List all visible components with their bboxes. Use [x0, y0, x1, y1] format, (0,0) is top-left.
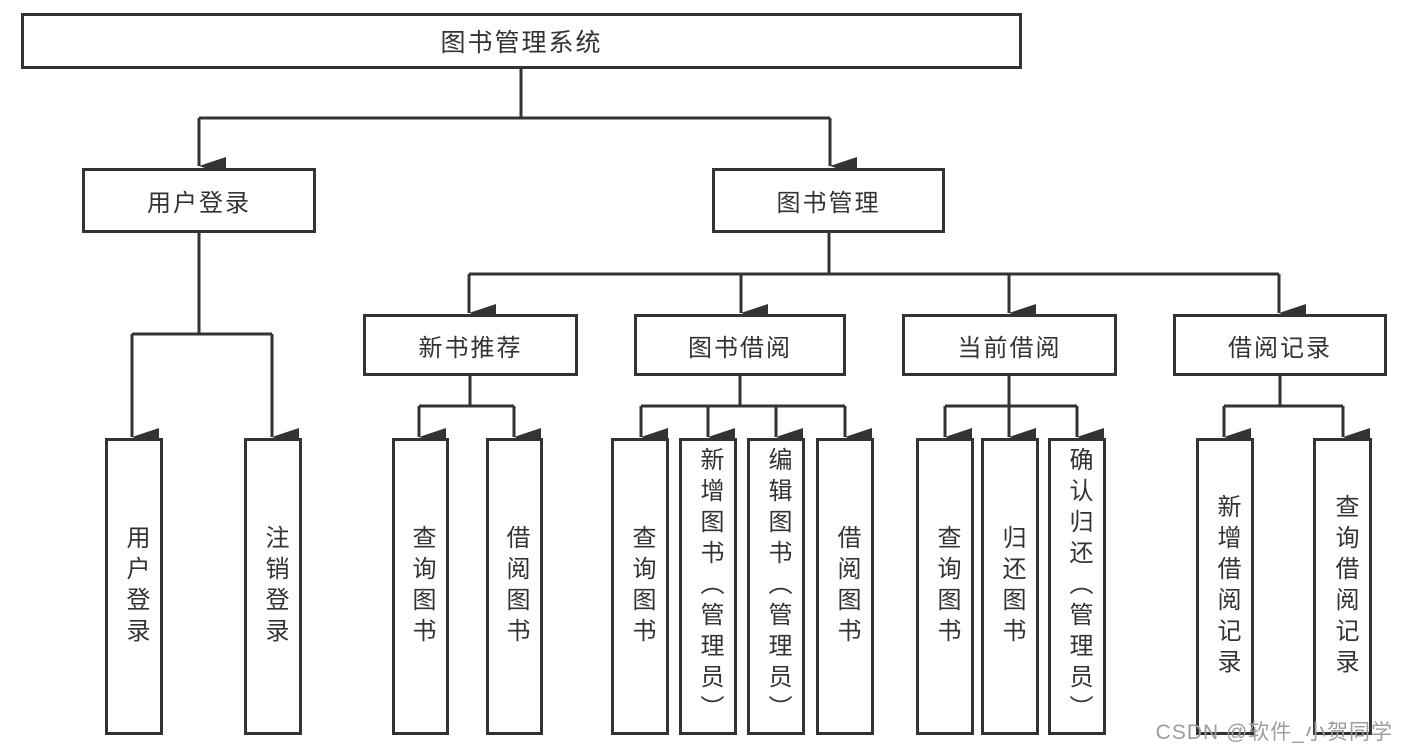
leaf-logout: 注销登录 [244, 438, 302, 735]
leaf-records-query-record: 查询借阅记录 [1313, 438, 1372, 735]
leaf-borrowing-edit-books-admin: 编辑图书（管理员） [747, 438, 805, 735]
leaf-borrowing-query-books: 查询图书 [611, 438, 669, 735]
node-book-borrowing: 图书借阅 [634, 314, 846, 376]
leaf-current-return-books: 归还图书 [981, 438, 1039, 735]
node-user-login: 用户登录 [82, 168, 316, 233]
node-new-book-recommend: 新书推荐 [363, 314, 578, 376]
leaf-recommend-borrow-books: 借阅图书 [486, 438, 543, 735]
node-book-management: 图书管理 [712, 168, 945, 233]
leaf-current-query-books: 查询图书 [916, 438, 974, 735]
leaf-recommend-query-books: 查询图书 [392, 438, 449, 735]
node-current-borrowing: 当前借阅 [902, 314, 1117, 376]
leaf-records-add-record: 新增借阅记录 [1196, 438, 1254, 735]
node-borrow-records: 借阅记录 [1173, 314, 1387, 376]
leaf-current-confirm-return-admin: 确认归还（管理员） [1048, 438, 1106, 735]
csdn-watermark: CSDN @软件_小贺同学 [1155, 721, 1393, 744]
leaf-user-login: 用户登录 [105, 438, 163, 735]
leaf-borrowing-borrow-books: 借阅图书 [816, 438, 874, 735]
node-library-system: 图书管理系统 [21, 13, 1022, 69]
leaf-borrowing-add-books-admin: 新增图书（管理员） [679, 438, 737, 735]
